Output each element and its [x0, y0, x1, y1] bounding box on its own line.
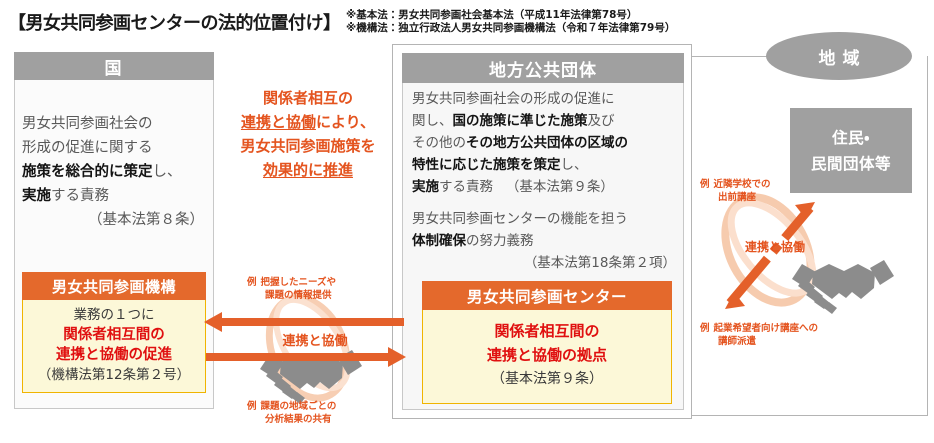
- jumin-line2: 民間団体等: [810, 154, 891, 173]
- example-needs-line1: 把握したニーズや: [260, 277, 337, 288]
- panel-kuni-body: 男女共同参画社会の 形成の促進に関する 施策を総合的に策定し、 実施する責務 （…: [22, 112, 208, 232]
- center-card-line2: 連携と協働の拠点: [486, 346, 607, 364]
- panel-chihou-paragraph-2: 男女共同参画センターの機能を担う 体制確保の努力義務 （基本法第18条第２項）: [412, 208, 678, 274]
- kikou-line2: 関係者相互間の: [63, 327, 165, 343]
- center-statement: 関係者相互の 連携と協働により、 男女共同参画施策を 効果的に推進: [222, 86, 394, 182]
- statement-line1: 関係者相互の: [262, 89, 353, 107]
- kuni-line3-rest: し、: [152, 164, 182, 180]
- kuni-line3-bold: 施策を総合的に策定: [22, 164, 153, 180]
- header-note-kikoho: ※機構法：独立行政法人男女共同参画機構法（令和７年法律第79号）: [346, 22, 676, 34]
- card-kikou-body: 業務の１つに 関係者相互間の 連携と協働の促進 （機構法第12条第２号）: [22, 300, 206, 393]
- example-lecturer-line1: 起業希望者向け講座への: [713, 323, 819, 334]
- example-school-line2: 出前講座: [718, 192, 757, 203]
- chihou-p1-seg3: 国の施策に準じた施策: [452, 113, 588, 129]
- chihou-p1-seg2: 関し、: [412, 113, 453, 129]
- panel-kuni-title: 国: [104, 58, 124, 79]
- region-connector-line: [692, 56, 768, 57]
- chihou-p1-seg9: 実施: [412, 179, 439, 195]
- kuni-line2: 形成の促進に関する: [22, 140, 153, 156]
- example-analysis-line1: 課題の地域ごとの: [260, 401, 337, 412]
- kuni-line4-rest: する責務: [51, 188, 109, 204]
- handshake-icon-center: [260, 350, 362, 404]
- chihou-p1-seg8: し、: [560, 157, 588, 173]
- region-frame: [690, 56, 928, 416]
- chihou-p1-seg10: する責務: [439, 179, 493, 195]
- chihou-p1-seg4: 及び: [587, 113, 615, 129]
- chihou-p1-seg6: その地方公共団体の区域の: [466, 135, 628, 151]
- panel-kuni-header: 国: [14, 52, 214, 80]
- example-lecturer-mark: 例: [700, 323, 710, 334]
- statement-line3: 男女共同参画施策を: [240, 137, 376, 155]
- box-jumin-minkan: 住民・ 民間団体等: [790, 108, 912, 193]
- example-needs-mark: 例: [247, 277, 257, 288]
- card-center-body: 関係者相互間の 連携と協働の拠点 （基本法第９条）: [422, 310, 672, 404]
- example-analysis-mark: 例: [247, 401, 257, 412]
- example-analysis: 例課題の地域ごとの 分析結果の共有: [247, 400, 397, 426]
- center-card-article: （基本法第９条）: [491, 371, 603, 387]
- chihou-p2-line1: 男女共同参画センターの機能を担う: [412, 211, 628, 227]
- chihou-p1-seg7: 特性に応じた施策を策定: [412, 157, 561, 173]
- card-kikou-title: 男女共同参画機構: [22, 272, 206, 300]
- panel-chihou-header: 地方公共団体: [402, 53, 684, 83]
- panel-chihou-paragraph-1: 男女共同参画社会の形成の促進に 関し、国の施策に準じた施策及び その他のその地方…: [412, 88, 678, 198]
- panel-chihou-title: 地方公共団体: [489, 60, 597, 81]
- page-title: 【男女共同参画センターの法的位置付け】: [8, 13, 341, 34]
- example-analysis-line2: 分析結果の共有: [265, 414, 332, 425]
- center-card-line1: 関係者相互間の: [494, 322, 600, 340]
- example-school-mark: 例: [700, 179, 710, 190]
- chihou-p2-article: （基本法第18条第２項）: [523, 255, 676, 271]
- jumin-line1: 住民・: [832, 128, 870, 147]
- statement-line4-underline: 効果的に推進: [262, 161, 353, 179]
- header-note-kihonho: ※基本法：男女共同参画社会基本法（平成11年法律第78号）: [346, 9, 638, 21]
- kikou-line1: 業務の１つに: [73, 307, 155, 323]
- kuni-article: （基本法第８条）: [88, 212, 204, 228]
- example-needs-line2: 課題の情報提供: [265, 290, 332, 301]
- example-school-line1: 近隣学校での: [713, 179, 771, 190]
- arrow-left-chihou-to-kuni: [204, 312, 404, 332]
- header-legal-notes: ※基本法：男女共同参画社会基本法（平成11年法律第78号） ※機構法：独立行政法…: [346, 9, 675, 35]
- region-ellipse-chiiki: 地域: [766, 32, 912, 80]
- card-kikou: 男女共同参画機構 業務の１つに 関係者相互間の 連携と協働の促進 （機構法第12…: [22, 272, 206, 393]
- kuni-line1: 男女共同参画社会の: [22, 116, 153, 132]
- kikou-article: （機構法第12条第２号）: [37, 367, 191, 383]
- arrow-right-kuni-to-chihou: [206, 347, 406, 367]
- statement-line2-underline: 連携と協働: [240, 113, 316, 131]
- label-renkei-kyodo-right: 連携と協働: [744, 240, 805, 254]
- chihou-p2-line2-bold: 体制確保: [412, 233, 466, 249]
- example-school: 例近隣学校での 出前講座: [700, 178, 830, 204]
- example-needs: 例把握したニーズや 課題の情報提供: [247, 276, 397, 302]
- chihou-p1-article: （基本法第９条）: [505, 179, 614, 195]
- kuni-line4-bold: 実施: [22, 188, 51, 204]
- card-center: 男女共同参画センター 関係者相互間の 連携と協働の拠点 （基本法第９条）: [422, 281, 672, 404]
- example-lecturer-line2: 講師派遣: [718, 336, 757, 347]
- card-center-title: 男女共同参画センター: [422, 281, 672, 310]
- example-lecturer: 例起業希望者向け講座への 講師派遣: [700, 322, 890, 348]
- kikou-line3: 連携と協働の促進: [56, 347, 172, 363]
- chihou-p1-seg5: その他の: [412, 135, 466, 151]
- chihou-p1-seg1: 男女共同参画社会の形成の促進に: [412, 91, 615, 107]
- label-renkei-kyodo-center: 連携と協働: [282, 334, 348, 349]
- chihou-p2-line2-rest: の努力義務: [466, 233, 534, 249]
- statement-line2-rest: により、: [315, 113, 376, 131]
